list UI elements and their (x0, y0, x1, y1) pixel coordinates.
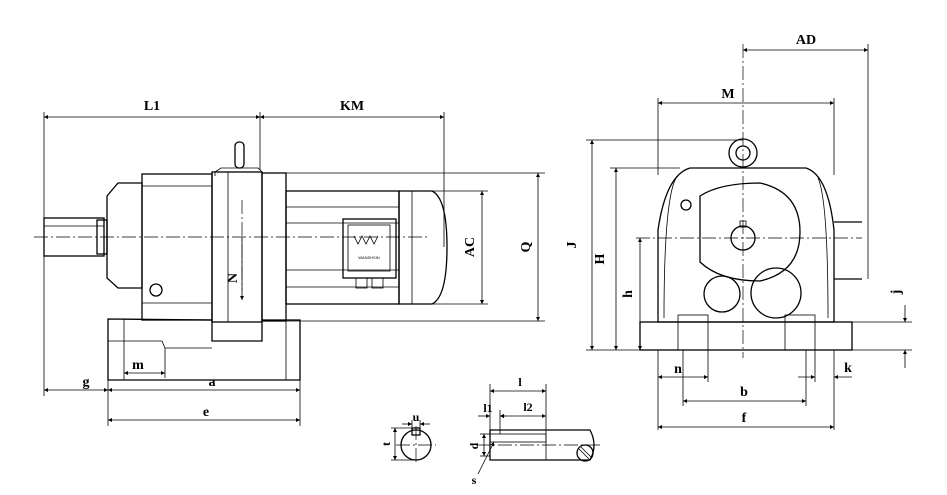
dim-d: d (467, 442, 481, 449)
nameplate-brand: WANSHSIN (358, 255, 380, 260)
dim-g: g (83, 375, 90, 390)
terminal-box: WANSHSIN (342, 218, 397, 289)
dim-KM: KM (340, 99, 364, 114)
shaft-section-detail: u t (379, 410, 436, 464)
dim-AD: AD (796, 33, 816, 48)
dim-Q: Q (519, 241, 534, 252)
front-view: AD M J H h j n k (565, 33, 912, 430)
lifting-eye (234, 141, 245, 169)
dim-H: H (593, 253, 608, 264)
dim-f: f (742, 411, 747, 426)
dim-a: a (209, 375, 216, 390)
dim-k: k (844, 361, 852, 376)
dim-N: N (226, 273, 241, 283)
dim-M: M (721, 87, 734, 102)
gearbox-housing (106, 173, 213, 321)
dim-h: h (621, 290, 636, 298)
dim-AC: AC (463, 237, 478, 257)
brand-logo-icon (353, 235, 379, 245)
dim-l2: l2 (523, 400, 532, 414)
dim-b: b (740, 385, 748, 400)
dim-t: t (379, 442, 393, 446)
dim-u: u (413, 410, 420, 424)
dim-J: J (565, 242, 580, 249)
side-view: WANSHSIN L1 KM AC Q N g (34, 99, 545, 426)
dim-j: j (889, 290, 904, 296)
front-housing (639, 138, 862, 351)
flange-block (211, 141, 263, 323)
dim-l1: l1 (483, 401, 492, 415)
motor-body (261, 172, 448, 322)
dim-e: e (203, 405, 209, 420)
dim-l: l (518, 375, 522, 389)
dim-n: n (674, 362, 682, 377)
dim-m: m (132, 358, 144, 373)
dim-L1: L1 (144, 99, 160, 114)
shaft-side-detail: l l1 l2 d s (467, 375, 600, 487)
dim-s: s (472, 473, 477, 487)
output-shaft (43, 217, 108, 257)
